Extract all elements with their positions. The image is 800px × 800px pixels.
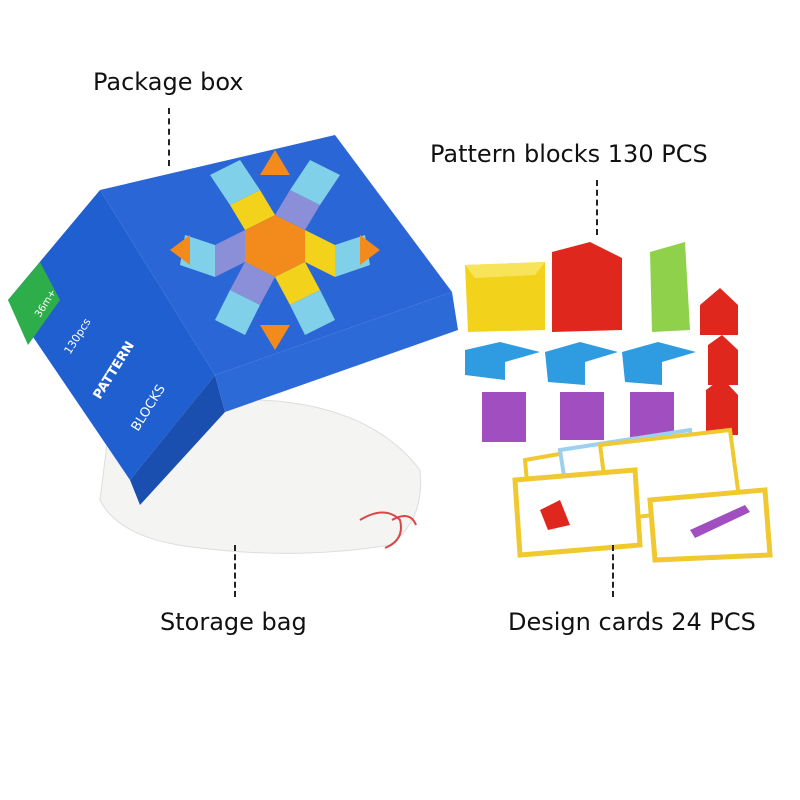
design-cards [512,427,773,563]
pattern-blocks [465,242,738,442]
pattern-blocks-pointer [596,180,598,235]
storage-bag-label: Storage bag [160,608,307,636]
package-box-label: Package box [93,68,244,96]
box-pattern-art [170,150,380,350]
pattern-blocks-label: Pattern blocks 130 PCS [430,140,708,168]
design-cards-pointer [612,545,614,597]
design-cards-label: Design cards 24 PCS [508,608,756,636]
package-box-pointer [168,108,170,166]
package-box: 36m+ 130pcs PATTERN BLOCKS [8,135,458,505]
storage-bag-pointer [234,545,236,597]
